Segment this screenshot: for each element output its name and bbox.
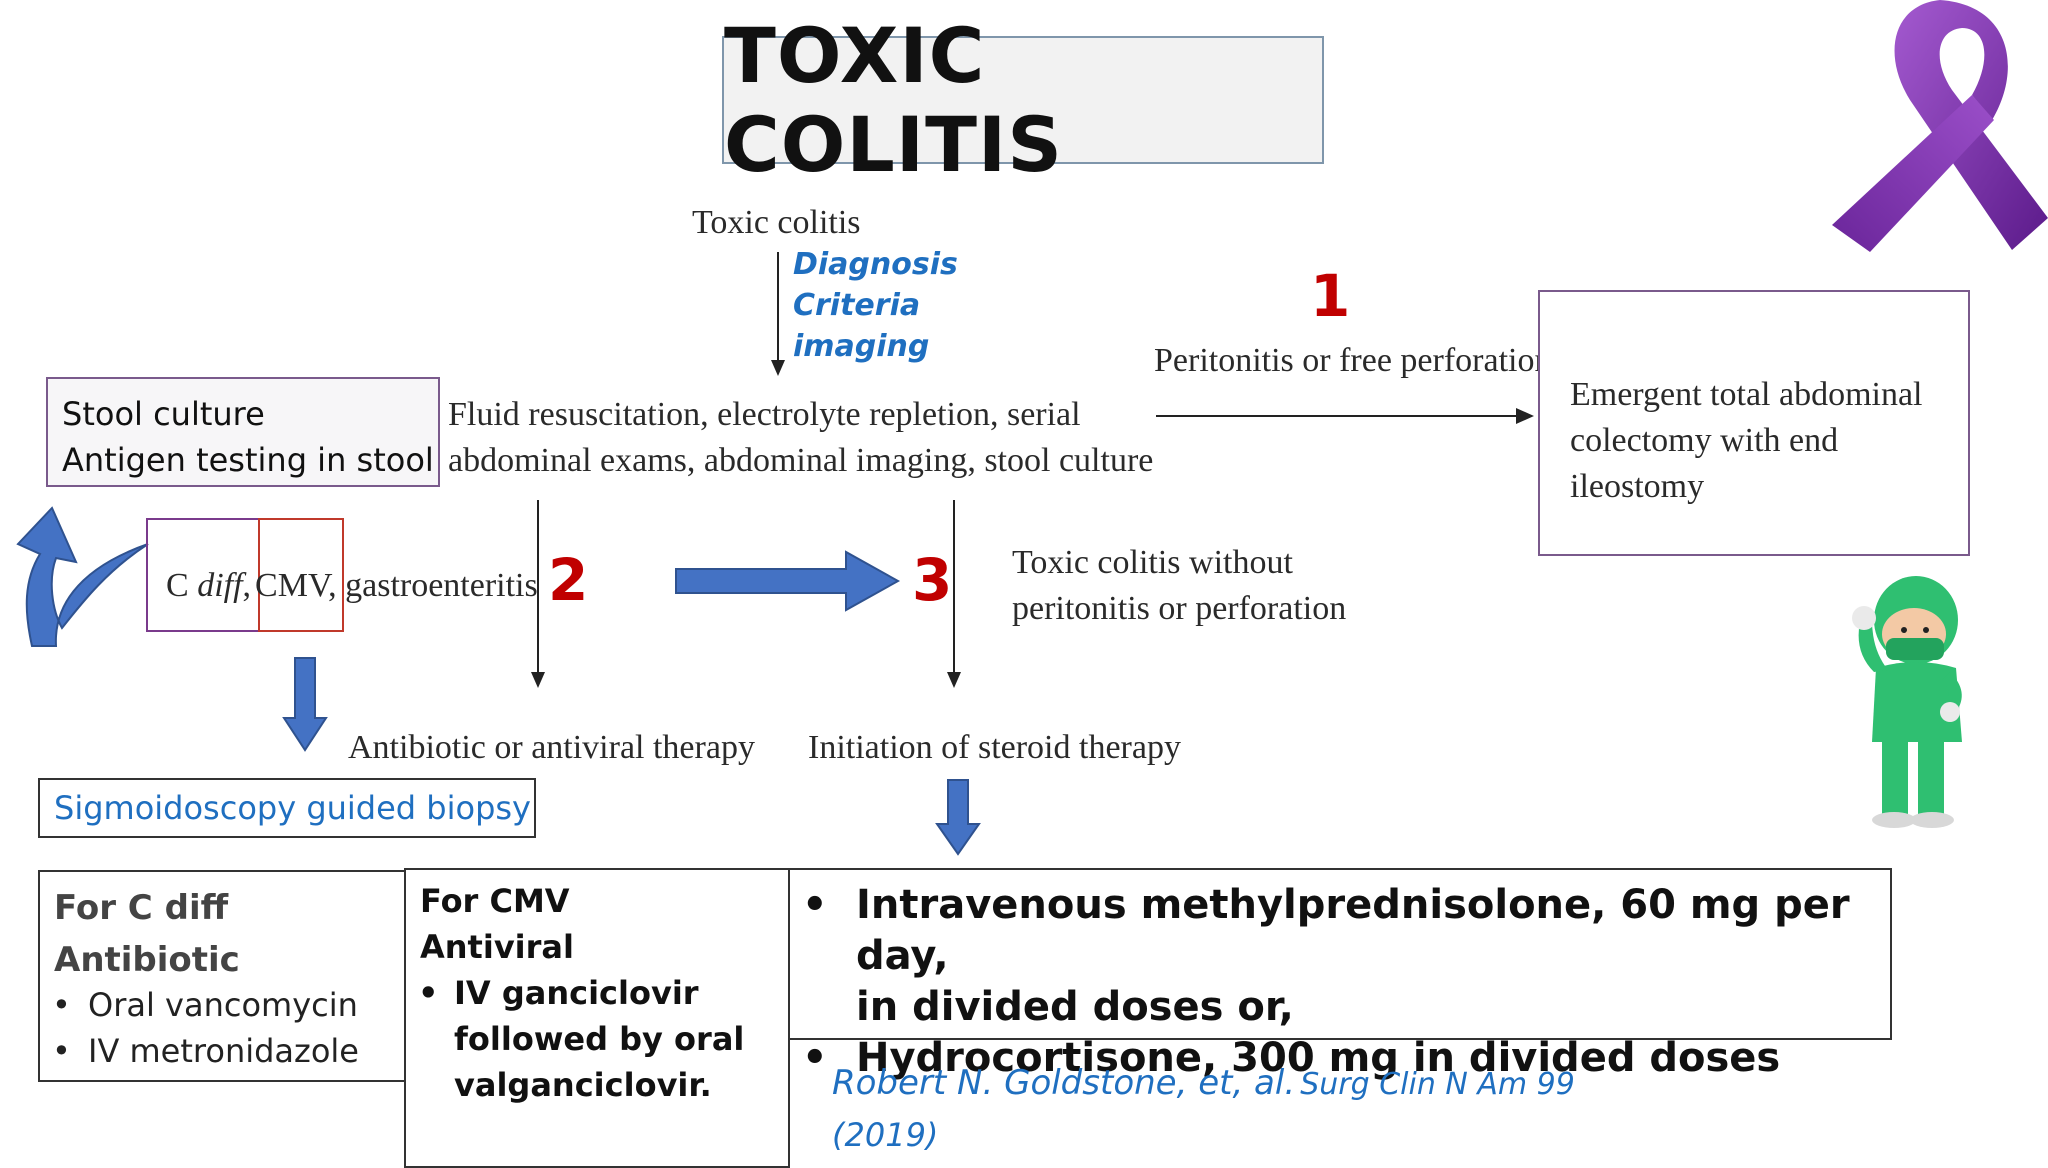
diagnosis-criteria-list: Diagnosis Criteria imaging: [793, 244, 958, 367]
cmv-drug-line3: valganciclovir.: [454, 1066, 712, 1104]
blue-arrow-right-icon: [675, 550, 901, 612]
surgeon-cartoon-icon: [1852, 576, 1962, 828]
antigen-testing-label: Antigen testing in stool: [62, 441, 434, 479]
citation: Robert N. Goldstone, et, al. Surg Clin N…: [832, 1060, 1575, 1158]
methylprednisolone-line2: in divided doses or,: [856, 984, 1294, 1030]
imaging-label: imaging: [793, 329, 930, 364]
list-item: IV metronidazole: [40, 1028, 359, 1074]
curved-arrow-icon: [16, 506, 149, 647]
colectomy-line1: Emergent total abdominal: [1570, 376, 1923, 413]
cmv-drug-line1: IV ganciclovir: [454, 974, 699, 1012]
cmv-treatment-box: For CMV Antiviral IV ganciclovir followe…: [404, 868, 790, 1168]
purple-awareness-ribbon-icon: [1832, 0, 2048, 252]
causes-label: C diff,CMV, gastroenteritis: [166, 567, 538, 604]
branch3-label-line2: peritonitis or perforation: [1012, 590, 1347, 627]
biopsy-box: Sigmoidoscopy guided biopsy: [38, 778, 536, 838]
citation-year: (2019): [832, 1116, 939, 1154]
title-box: TOXIC COLITIS: [722, 11, 1324, 189]
stool-test-box: Stool culture Antigen testing in stool: [46, 377, 440, 487]
list-item: Hydrocortisone, 300 mg in divided doses: [790, 1033, 1890, 1084]
cause-gastroenteritis: gastroenteritis: [345, 567, 538, 604]
citation-journal: Surg Clin N Am 99: [1300, 1067, 1575, 1102]
branch-number-1: 1: [1310, 262, 1351, 330]
antibiotic-therapy-label: Antibiotic or antiviral therapy: [348, 729, 755, 766]
criteria-label: Criteria: [793, 288, 921, 323]
biopsy-label: Sigmoidoscopy guided biopsy: [54, 789, 531, 827]
steroid-dosing-box: Intravenous methylprednisolone, 60 mg pe…: [788, 868, 1892, 1084]
cause-c: C: [166, 567, 189, 604]
blue-arrow-down-icon: [935, 779, 981, 856]
diagnosis-label: Diagnosis: [793, 247, 958, 282]
citation-authors: Robert N. Goldstone, et, al.: [832, 1063, 1296, 1103]
methylprednisolone-line1: Intravenous methylprednisolone, 60 mg pe…: [856, 882, 1850, 979]
page-title: TOXIC COLITIS: [724, 11, 1063, 189]
branch-number-2: 2: [548, 546, 589, 614]
branch1-label: Peritonitis or free perforation: [1154, 342, 1552, 379]
arrow-down-icon: [771, 252, 785, 376]
cause-cmv: CMV: [255, 567, 329, 604]
branch-number-3: 3: [912, 546, 953, 614]
initial-management-text: Fluid resuscitation, electrolyte repleti…: [448, 392, 1153, 484]
cmv-heading: For CMV: [420, 882, 570, 920]
steroid-dosing-list: Intravenous methylprednisolone, 60 mg pe…: [790, 880, 1890, 1084]
cause-diff: diff: [197, 567, 243, 604]
list-item: Oral vancomycin: [40, 982, 359, 1028]
c-diff-drug-list: Oral vancomycin IV metronidazole: [40, 982, 359, 1074]
initial-management-line1: Fluid resuscitation, electrolyte repleti…: [448, 396, 1081, 433]
antibiotic-heading: Antibiotic: [54, 940, 240, 980]
cmv-drug-list: IV ganciclovir followed by oral valganci…: [406, 970, 744, 1108]
arrow-right-icon: [1156, 408, 1534, 424]
arrow-down-icon: [531, 500, 545, 688]
antiviral-heading: Antiviral: [420, 928, 574, 966]
initial-management-line2: abdominal exams, abdominal imaging, stoo…: [448, 442, 1154, 479]
steroid-therapy-label: Initiation of steroid therapy: [808, 729, 1181, 766]
flow-start-label: Toxic colitis: [692, 204, 861, 241]
list-item: IV ganciclovir followed by oral valganci…: [406, 970, 744, 1108]
stool-culture-label: Stool culture: [62, 395, 265, 433]
cmv-drug-line2: followed by oral: [454, 1020, 745, 1058]
blue-arrow-down-icon: [282, 657, 328, 752]
colectomy-line2: colectomy with end ileostomy: [1570, 422, 1839, 505]
cmv-box: [258, 518, 344, 632]
c-diff-treatment-box: For C diff Antibiotic Oral vancomycin IV…: [38, 870, 406, 1082]
arrow-down-icon: [947, 500, 961, 688]
branch3-label-line1: Toxic colitis without: [1012, 544, 1293, 581]
list-item: Intravenous methylprednisolone, 60 mg pe…: [790, 880, 1890, 1033]
branch3-label: Toxic colitis without peritonitis or per…: [1012, 540, 1346, 632]
colectomy-box: Emergent total abdominal colectomy with …: [1538, 290, 1970, 556]
c-diff-heading: For C diff: [54, 888, 229, 928]
